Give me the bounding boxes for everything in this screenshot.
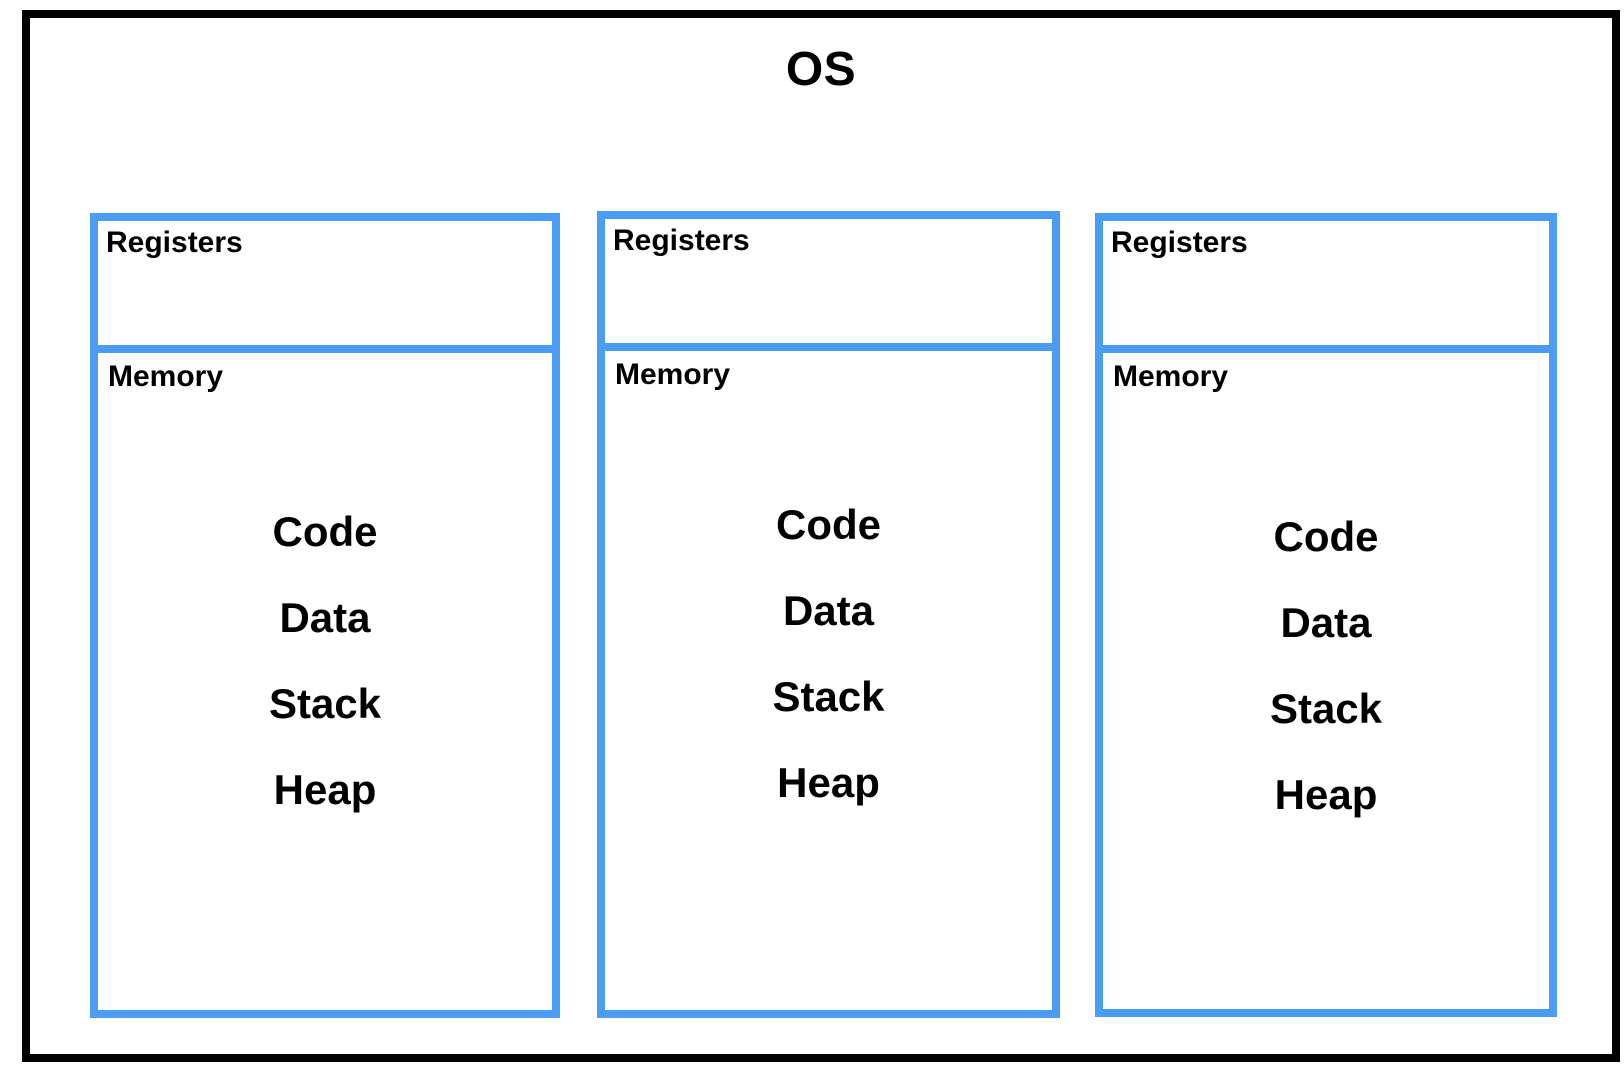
memory-item-code: Code [1273, 513, 1379, 560]
memory-label: Memory [615, 358, 731, 391]
registers-label: Registers [1111, 226, 1248, 259]
registers-label: Registers [106, 226, 243, 259]
registers-section-2: Registers [597, 211, 1060, 351]
process-box-3: Registers Memory Code Data Stack Heap [1095, 213, 1557, 1017]
memory-item-code: Code [776, 501, 881, 548]
memory-item-heap: Heap [1274, 771, 1378, 818]
memory-items-3: Code Data Stack Heap [1113, 516, 1539, 816]
memory-item-data: Data [1280, 599, 1372, 646]
memory-label: Memory [108, 360, 224, 393]
memory-section-1: Memory Code Data Stack Heap [90, 345, 560, 1018]
memory-item-stack: Stack [268, 680, 382, 727]
registers-section-3: Registers [1095, 213, 1557, 353]
memory-item-stack: Stack [772, 673, 885, 720]
os-title: OS [785, 43, 857, 96]
memory-item-stack: Stack [1269, 685, 1383, 732]
memory-label: Memory [1113, 360, 1229, 393]
memory-items-1: Code Data Stack Heap [108, 511, 542, 811]
memory-section-2: Memory Code Data Stack Heap [597, 343, 1060, 1018]
memory-item-heap: Heap [777, 759, 880, 806]
memory-items-2: Code Data Stack Heap [615, 504, 1042, 804]
memory-item-data: Data [782, 587, 875, 634]
memory-item-code: Code [272, 508, 378, 555]
memory-section-3: Memory Code Data Stack Heap [1095, 345, 1557, 1017]
memory-item-data: Data [279, 594, 371, 641]
memory-item-heap: Heap [273, 766, 377, 813]
registers-section-1: Registers [90, 213, 560, 353]
process-box-2: Registers Memory Code Data Stack Heap [597, 211, 1060, 1018]
process-box-1: Registers Memory Code Data Stack Heap [90, 213, 560, 1018]
registers-label: Registers [613, 224, 750, 257]
